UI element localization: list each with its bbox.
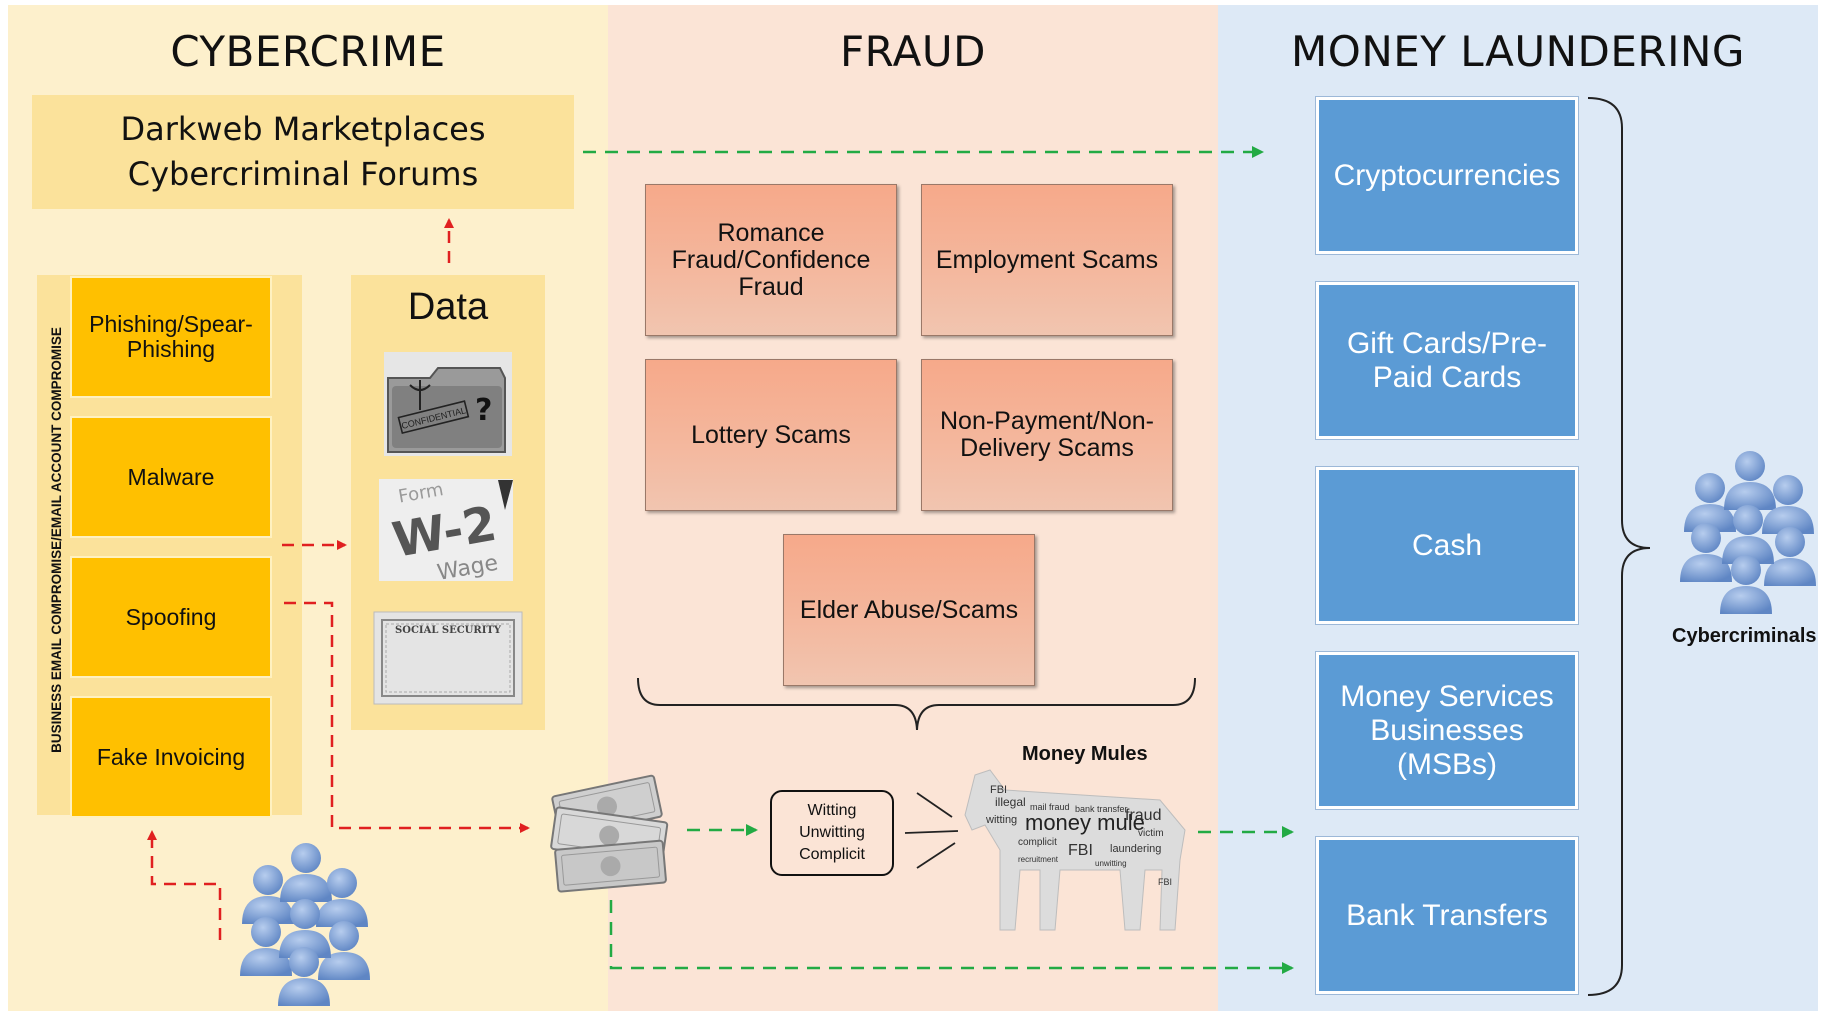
mule-word-4: bank transfer [1075,804,1128,814]
employment-scams-box: Employment Scams [921,184,1173,336]
spoofing-box: Spoofing [70,556,272,678]
fraud-brace [637,677,1196,731]
cash-box: Cash [1315,466,1579,625]
mule-word-10: FBI [1068,842,1093,859]
mule-type-complicit: Complicit [799,846,865,863]
mule-word-14: FBI [1158,877,1172,887]
money-stack-icon [550,774,669,893]
malware-box: Malware [70,416,272,538]
money-mule-donkey-icon: FBI illegal mail fraud bank transfer wit… [964,769,1186,931]
darkweb-line1: Darkweb Marketplaces [120,110,486,148]
cybercriminals-group-icon-bottom [240,843,370,1006]
green-arrows [583,146,1294,974]
cybercriminals-label: Cybercriminals [1672,625,1817,647]
mule-type-witting: Witting [807,802,857,819]
money-mules-label: Money Mules [1022,743,1148,765]
msb-box: Money Services Businesses (MSBs) [1315,651,1579,810]
mule-types-box: Witting Unwitting Complicit [770,790,894,876]
non-payment-scams-box: Non-Payment/Non-Delivery Scams [921,359,1173,511]
svg-text:?: ? [475,393,492,428]
mule-word-9: complicit [1018,837,1057,848]
cryptocurrencies-box: Cryptocurrencies [1315,96,1579,255]
mule-word-6: money mule [1025,810,1145,835]
mule-word-5: witting [985,814,1017,826]
darkweb-line2: Cybercriminal Forums [127,155,479,193]
cybercrime-title: CYBERCRIME [170,27,446,76]
fraud-title: FRAUD [840,27,986,76]
mule-word-11: laundering [1110,843,1161,855]
money-laundering-title: MONEY LAUNDERING [1291,27,1745,76]
data-title: Data [407,286,489,328]
w2-form-icon: Form W-2 Wage [379,479,513,586]
cybercriminals-group-icon-right [1680,451,1816,614]
gift-cards-box: Gift Cards/Pre-Paid Cards [1315,281,1579,440]
mule-connector-lines [904,792,959,869]
phishing-box: Phishing/Spear-Phishing [70,276,272,398]
mule-word-3: mail fraud [1030,802,1070,812]
ss-card-text: SOCIAL SECURITY [395,625,502,636]
lottery-scams-box: Lottery Scams [645,359,897,511]
confidential-folder-icon: CONFIDENTIAL ? [384,352,512,456]
mule-word-13: unwitting [1095,859,1127,868]
criminals-to-bec-arrow [147,830,222,940]
fake-invoicing-box: Fake Invoicing [70,696,272,818]
darkweb-box: Darkweb Marketplaces Cybercriminal Forum… [32,95,574,209]
money-to-bank-arrow [609,900,1294,974]
romance-fraud-box: Romance Fraud/Confidence Fraud [645,184,897,336]
mule-word-8: victim [1138,828,1164,839]
red-arrows [147,218,530,940]
mule-word-2: illegal [995,795,1026,809]
social-security-card-icon: SOCIAL SECURITY [373,611,523,705]
mule-word-1: FBI [990,784,1007,796]
bank-transfers-box: Bank Transfers [1315,836,1579,995]
spoofing-to-money-arrow [284,601,530,833]
laundering-brace [1587,97,1651,996]
mule-word-7: fraud [1125,807,1161,824]
elder-abuse-box: Elder Abuse/Scams [783,534,1035,686]
mule-word-12: recruitment [1018,855,1059,864]
mule-type-unwitting: Unwitting [799,824,865,841]
